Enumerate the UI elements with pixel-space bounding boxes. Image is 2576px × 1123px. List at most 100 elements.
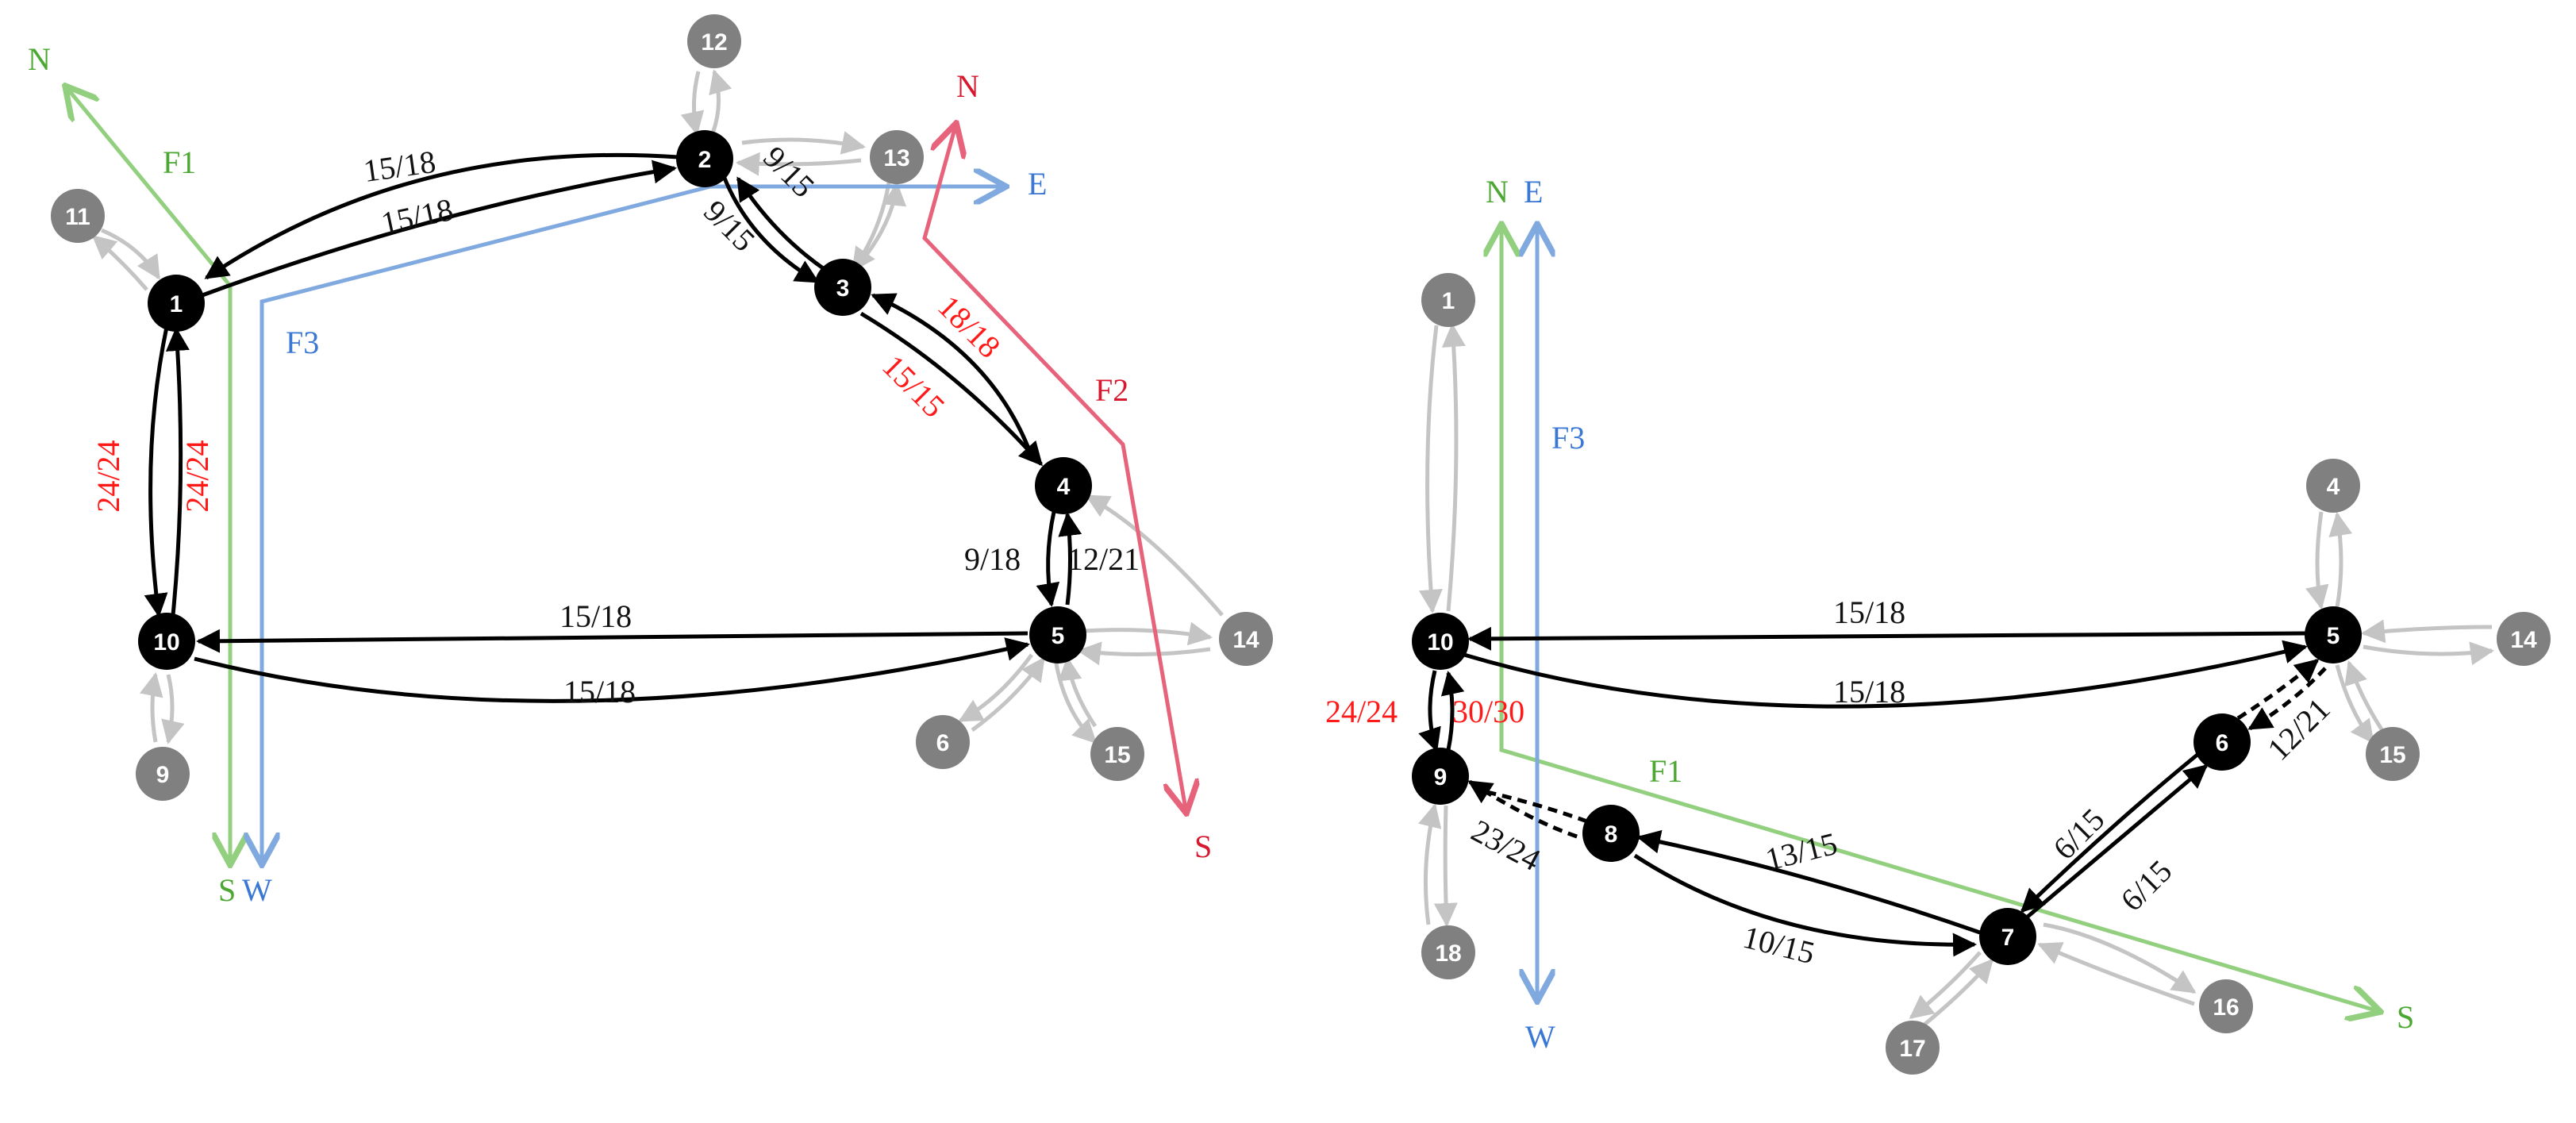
node-3: 3	[814, 259, 871, 316]
node-r16: 16	[2199, 979, 2253, 1033]
node-13: 13	[870, 130, 924, 184]
node-6: 6	[916, 715, 970, 769]
label-r-e-10-9-a: 24/24	[1325, 694, 1398, 729]
edge-12-2	[680, 71, 705, 136]
label-e-5-10-top: 15/18	[559, 598, 632, 634]
edge-4-5-b	[1058, 512, 1082, 606]
node-10: 10	[138, 613, 195, 670]
label-r-e-9-8: 23/24	[1466, 813, 1547, 879]
node-r9: 9	[1412, 748, 1469, 805]
edge-3-4-a	[871, 293, 1034, 457]
svg-text:5: 5	[1052, 623, 1065, 649]
r-f1-name-label: F1	[1649, 753, 1682, 789]
node-12: 12	[687, 14, 741, 68]
edge-1-2-top	[204, 152, 679, 280]
f3-end-label: W	[242, 872, 272, 908]
node-r15: 15	[2366, 727, 2420, 781]
edge-r10-9-b	[1440, 671, 1465, 751]
node-1: 1	[148, 275, 205, 332]
edge-1-10-b	[165, 327, 190, 616]
edge-r4-5	[2305, 511, 2329, 610]
svg-text:17: 17	[1899, 1036, 1925, 1062]
label-e-1-2-top: 15/18	[361, 144, 438, 189]
left-flow-labels: N F1 S F3 E W N F2 S	[28, 41, 1212, 908]
node-r17: 17	[1886, 1021, 1940, 1075]
label-e-4-5-a: 9/18	[964, 541, 1021, 577]
f3-start-label: E	[1028, 166, 1047, 202]
r-f3-end-label: W	[1525, 1019, 1555, 1055]
node-4: 4	[1035, 457, 1092, 514]
edge-r9-18	[1433, 805, 1458, 927]
svg-text:3: 3	[836, 275, 850, 302]
label-e-1-2-bottom: 15/18	[378, 191, 456, 241]
node-2: 2	[676, 130, 733, 187]
f1-end-label: S	[218, 872, 236, 908]
svg-text:15: 15	[1104, 742, 1130, 768]
right-flow-labels: N E F3 F1 S W	[1486, 174, 2414, 1055]
edge-r6-5-a	[2236, 659, 2320, 721]
edge-14-5	[1077, 641, 1211, 666]
svg-text:10: 10	[153, 629, 179, 656]
label-e-1-10-b: 24/24	[179, 440, 215, 512]
node-r6: 6	[2193, 713, 2251, 771]
edge-1-2-bottom	[202, 160, 677, 298]
edge-4-5-a	[1036, 511, 1060, 607]
svg-text:8: 8	[1605, 821, 1618, 848]
edge-1-11	[91, 235, 148, 291]
node-r18: 18	[1421, 925, 1475, 979]
edge-r17-7	[1919, 958, 1994, 1029]
edge-5-14	[1082, 621, 1213, 646]
r-f3-name-label: F3	[1551, 420, 1585, 456]
flow-f2-left	[922, 123, 1186, 813]
edge-r5-14	[2363, 641, 2494, 666]
f2-name-label: F2	[1095, 372, 1128, 408]
node-9: 9	[136, 747, 190, 801]
edge-2-12	[709, 69, 732, 134]
node-r10: 10	[1412, 613, 1469, 670]
edge-r14-5	[2361, 619, 2493, 644]
edge-r5-6-b	[2247, 667, 2327, 731]
label-r-e-6-5: 12/21	[2260, 690, 2336, 767]
left-network: 1 2 3 4 5 10 11 12 13 14 6 15 9 15/18 15…	[28, 14, 1273, 908]
label-e-3-4-b: 15/15	[875, 348, 952, 424]
edge-10-9	[161, 674, 185, 744]
label-e-2-3-b: 9/15	[756, 139, 821, 204]
f3-name-label: F3	[286, 325, 319, 360]
svg-text:4: 4	[1057, 474, 1071, 500]
svg-text:14: 14	[2510, 627, 2537, 653]
svg-text:15: 15	[2379, 742, 2405, 768]
svg-text:4: 4	[2327, 474, 2340, 500]
left-flows	[65, 86, 1186, 865]
f2-start-label: N	[956, 68, 979, 104]
svg-text:11: 11	[65, 204, 90, 230]
node-r14: 14	[2497, 612, 2551, 666]
svg-text:18: 18	[1435, 940, 1461, 967]
edge-r8-7-top	[1636, 829, 1981, 935]
edge-10-5-bottom	[194, 637, 1030, 703]
node-15: 15	[1090, 727, 1144, 781]
left-black-edges	[144, 152, 1082, 703]
f1-name-label: F1	[163, 144, 196, 180]
edge-5-10-top	[196, 629, 1028, 653]
svg-text:9: 9	[1434, 764, 1448, 790]
right-black-edges	[1418, 626, 2327, 957]
right-flows	[1501, 224, 2381, 1012]
edge-r7-6-b	[2020, 752, 2200, 913]
edge-r10-5-bottom	[1463, 640, 2308, 709]
edge-r5-4	[2328, 512, 2353, 608]
edge-15-5	[1058, 656, 1098, 728]
r-f1-end-label: S	[2397, 999, 2414, 1035]
svg-text:1: 1	[1442, 288, 1455, 314]
flow-f1-right	[1501, 224, 2381, 1012]
right-nodes: 10 9 8 7 6 5 1 4 14 15 16 17 18	[1412, 273, 2551, 1075]
node-r8: 8	[1582, 805, 1640, 862]
label-e-2-3-a: 9/15	[697, 193, 762, 258]
svg-text:10: 10	[1427, 629, 1453, 656]
edge-1-10-a	[144, 326, 169, 617]
edge-r8-7-bottom	[1633, 853, 1977, 957]
edge-13-2	[736, 152, 862, 176]
svg-text:5: 5	[2327, 623, 2340, 649]
label-r-e-7-6-b: 6/15	[2113, 853, 2178, 918]
label-e-4-5-b: 12/21	[1067, 541, 1140, 577]
